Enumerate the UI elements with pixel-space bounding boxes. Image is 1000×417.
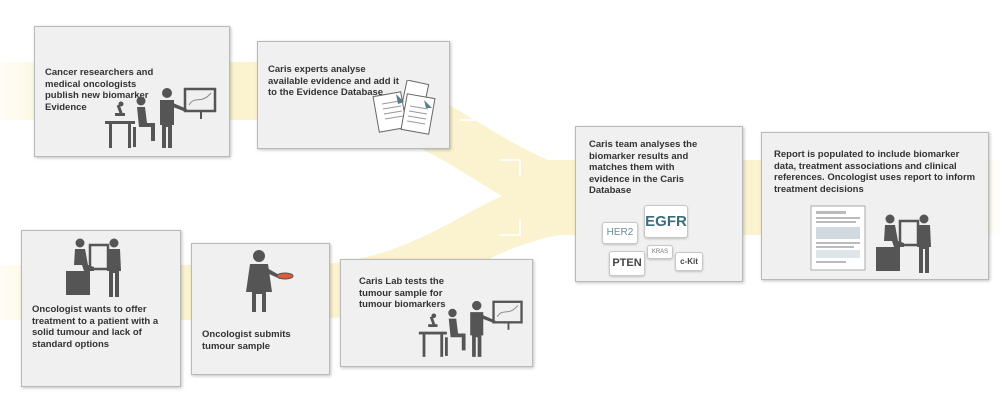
step-card-report: Report is populated to include biomarker… — [761, 132, 989, 280]
report-document-icon — [810, 205, 866, 271]
step-card-submits: Oncologist submits tumour sample — [191, 243, 330, 375]
step-card-lab: Caris Lab tests the tumour sample for tu… — [340, 259, 533, 367]
documents-icon — [372, 80, 436, 135]
step-text-oncologist-offer: Oncologist wants to offer treatment to a… — [32, 304, 159, 350]
lab-scientist-presenter-icon — [418, 300, 523, 357]
doctor-patient-icon — [876, 214, 931, 273]
step-card-researchers: Cancer researchers and medical oncologis… — [34, 26, 230, 157]
lab-scientist-presenter-icon — [105, 87, 217, 148]
step-text-lab: Caris Lab tests the tumour sample for tu… — [359, 276, 446, 310]
step-card-team: Caris team analyses the biomarker result… — [575, 126, 743, 282]
step-text-team: Caris team analyses the biomarker result… — [589, 139, 698, 196]
oncologist-with-sample-icon — [246, 250, 294, 312]
step-text-submits: Oncologist submits tumour sample — [202, 329, 291, 352]
step-text-report: Report is populated to include biomarker… — [774, 149, 976, 195]
step-card-oncologist-offer: Oncologist wants to offer treatment to a… — [21, 230, 181, 387]
doctor-patient-icon — [66, 238, 121, 297]
biomarker-tag-her2: HER2 — [602, 222, 638, 244]
biomarker-tag-pten: PTEN — [609, 251, 645, 276]
biomarker-tag-egfr: EGFR — [644, 205, 688, 238]
biomarker-tag-ckit: c-Kit — [675, 252, 703, 271]
biomarker-tag-kras: KRAS — [647, 245, 673, 259]
step-text-researchers: Cancer researchers and medical oncologis… — [45, 67, 154, 113]
step-text-experts: Caris experts analyse available evidence… — [268, 64, 399, 98]
step-card-experts: Caris experts analyse available evidence… — [257, 41, 450, 149]
